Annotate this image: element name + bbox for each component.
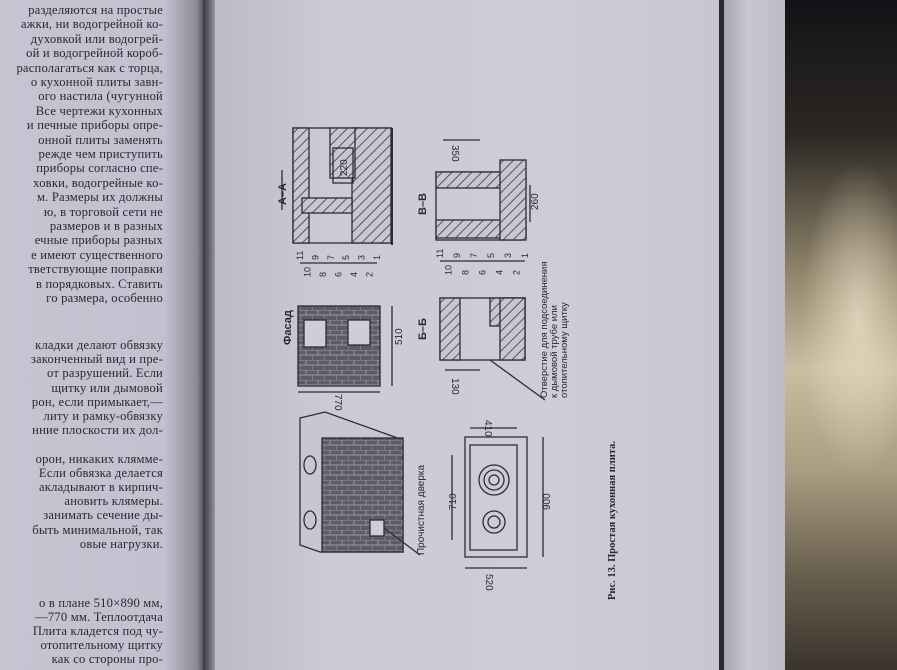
scale-tick-label: 1 bbox=[372, 255, 382, 260]
text-line: ой и водогрейной короб- bbox=[26, 46, 163, 61]
section-v-v bbox=[435, 139, 531, 241]
next-page-edge bbox=[724, 0, 785, 670]
label-section-a-a: А–А bbox=[277, 183, 289, 205]
section-b-b bbox=[439, 297, 546, 401]
scale-tick-label: 2 bbox=[364, 272, 374, 277]
scale-tick-label: 7 bbox=[469, 253, 479, 258]
text-line: как со стороны про- bbox=[51, 652, 163, 666]
scale-tick-label: 5 bbox=[486, 253, 496, 258]
text-line: от разрушений. Если bbox=[47, 366, 163, 381]
note-line-2: к дымовой трубе или bbox=[549, 305, 560, 398]
text-line: рон, если примыкает,— bbox=[31, 394, 163, 409]
text-line: режде чем приступить bbox=[38, 147, 163, 161]
figure-caption: Рис. 13. Простая кухонная плита. bbox=[607, 441, 618, 600]
dim-900: 900 bbox=[542, 493, 553, 510]
text-line: Если обвязка делается bbox=[38, 465, 163, 480]
scale-tick-label: 1 bbox=[520, 253, 530, 258]
scale-tick-label: 8 bbox=[461, 270, 471, 275]
dim-130: 130 bbox=[449, 378, 460, 395]
page-edge-shadow bbox=[719, 0, 724, 670]
text-line: е имеют существенного bbox=[31, 247, 163, 262]
scale-tick-label: 3 bbox=[357, 255, 367, 260]
scale-tick-label: 5 bbox=[341, 255, 351, 260]
text-line: разделяются на простые bbox=[28, 3, 163, 17]
text-line: занимать сечение ды- bbox=[43, 508, 163, 523]
text-line: литу и рамку-обвязку bbox=[43, 409, 163, 423]
text-line: —770 мм. Теплоотдача bbox=[35, 610, 163, 624]
text-line: ажки, ни водогрейной ко- bbox=[20, 17, 163, 32]
dim-410: 410 bbox=[482, 420, 493, 437]
scale-tick-label: 7 bbox=[326, 255, 336, 260]
text-line: онной плиты заменять bbox=[38, 132, 163, 147]
text-line: м. Размеры их должны bbox=[36, 190, 163, 205]
dim-350: 350 bbox=[449, 145, 460, 162]
text-line: располагаться как с торца, bbox=[16, 60, 163, 75]
scale-tick-label: 6 bbox=[478, 270, 488, 275]
text-line: законченный вид и пре- bbox=[30, 352, 163, 367]
book-gutter bbox=[203, 0, 217, 670]
scale-tick-label: 11 bbox=[295, 251, 305, 260]
scale-tick-label: 11 bbox=[435, 249, 445, 258]
text-line: ановить клямеры. bbox=[64, 494, 163, 509]
facade-view bbox=[297, 305, 393, 393]
dim-770: 770 bbox=[332, 394, 343, 411]
text-line: нние плоскости их дол- bbox=[32, 423, 163, 438]
text-line: размеров и в разных bbox=[49, 219, 163, 233]
plan-view bbox=[451, 427, 544, 569]
label-section-v-v: В–В bbox=[417, 193, 429, 215]
text-line: о в плане 510×890 мм, bbox=[39, 596, 163, 610]
text-line: щитку или дымовой bbox=[51, 380, 163, 395]
text-line: Все чертежи кухонных bbox=[35, 103, 163, 118]
note-line-1: Отверстие для подсоединения bbox=[539, 261, 550, 398]
text-line: ого настила (чугунной bbox=[38, 89, 163, 104]
text-line: духовкой или водогрей- bbox=[30, 31, 163, 46]
scale-tick-label: 8 bbox=[318, 272, 328, 277]
label-section-b-b: Б–Б bbox=[417, 318, 429, 340]
course-scale-lower: 11 9 7 5 3 1 10 8 6 4 2 bbox=[435, 249, 530, 275]
dim-520: 520 bbox=[483, 574, 494, 591]
dim-260: 260 bbox=[530, 193, 541, 210]
text-line: быть минимальной, так bbox=[32, 522, 163, 537]
scale-tick-label: 3 bbox=[503, 253, 513, 258]
scale-tick-label: 9 bbox=[452, 253, 462, 258]
text-line: приборы согласно спе- bbox=[36, 161, 163, 176]
background-sheen bbox=[800, 160, 897, 480]
note-line-3: отопительному щитку bbox=[559, 302, 570, 398]
text-line: ю, в торговой сети не bbox=[43, 204, 163, 219]
text-line: овые нагрузки. bbox=[79, 536, 163, 551]
scale-tick-label: 9 bbox=[310, 255, 320, 260]
scale-tick-label: 10 bbox=[303, 267, 313, 277]
text-line: ечные приборы разных bbox=[34, 233, 163, 248]
dim-510: 510 bbox=[394, 328, 405, 345]
text-line: орон, никаких клямме- bbox=[35, 451, 163, 466]
label-cleanout-door: Прочистная дверка bbox=[416, 465, 427, 555]
scale-tick-label: 6 bbox=[334, 272, 344, 277]
isometric-view bbox=[299, 411, 421, 556]
text-line: тветствующие поправки bbox=[28, 262, 163, 277]
dim-220: 220 bbox=[339, 159, 350, 176]
scale-tick-label: 4 bbox=[349, 272, 359, 277]
text-line: в порядковых. Ставить bbox=[35, 276, 163, 291]
text-line: акладывают в кирпич- bbox=[39, 480, 163, 494]
text-line: о кухонной плиты завн- bbox=[30, 75, 163, 89]
scale-tick-label: 2 bbox=[512, 270, 522, 275]
text-line: и печные приборы опре- bbox=[26, 118, 163, 133]
section-a-a bbox=[292, 127, 393, 245]
text-line: отопительному щитку bbox=[40, 638, 163, 652]
label-facade: Фасад bbox=[282, 310, 294, 345]
text-line: Плита кладется под чу- bbox=[32, 624, 163, 638]
text-line: ховки, водогрейные ко- bbox=[33, 175, 163, 190]
text-line: кладки делают обвязку bbox=[35, 338, 163, 352]
dim-710: 710 bbox=[448, 493, 459, 510]
scale-tick-label: 4 bbox=[495, 270, 505, 275]
scale-tick-label: 10 bbox=[444, 265, 454, 275]
text-line: го размера, особенно bbox=[46, 291, 163, 305]
